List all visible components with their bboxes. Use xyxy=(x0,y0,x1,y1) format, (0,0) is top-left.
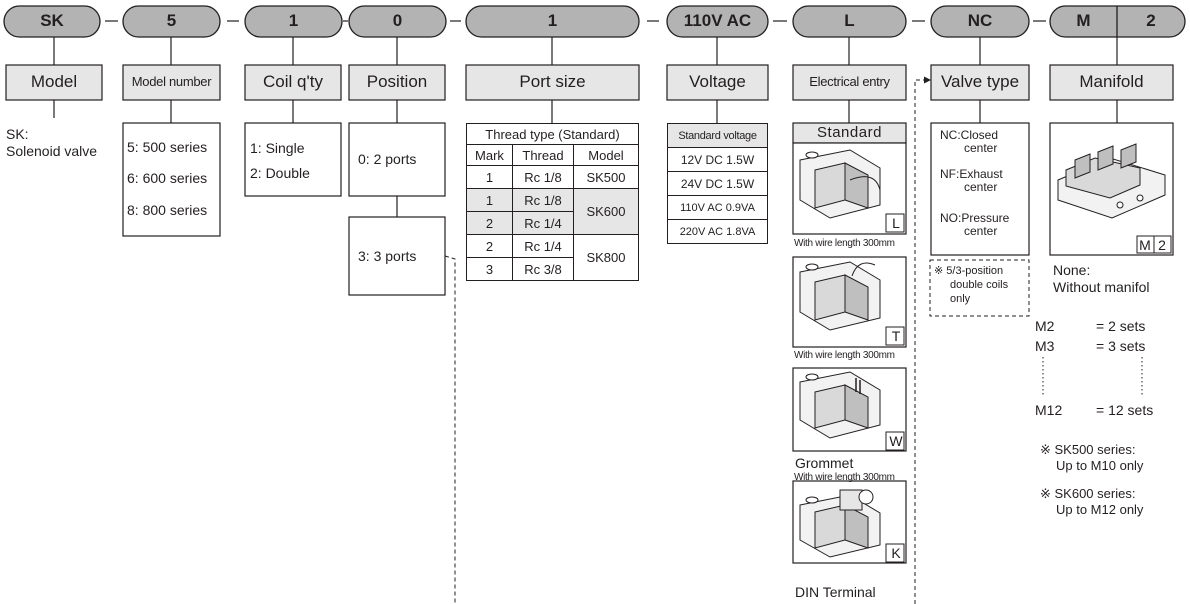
port-table-title: Thread type (Standard) xyxy=(466,123,639,145)
model-sk-desc: Solenoid valve xyxy=(6,143,98,159)
code-pill-sk xyxy=(3,5,101,38)
voltage-header: Standard voltage xyxy=(667,123,768,148)
entry-caption-t: With wire length 300mm xyxy=(794,350,895,361)
valve-illustration-t xyxy=(799,261,881,331)
model-sk-label: SK: xyxy=(6,126,29,142)
valve-option-no: NO:Pressure center xyxy=(940,211,1010,238)
model-number-box xyxy=(122,122,221,237)
code-manifold-m: M xyxy=(1076,11,1091,30)
entry-letter-l: L xyxy=(892,215,900,231)
code-model-number: 5 xyxy=(166,11,177,30)
manifold-none-label: None: xyxy=(1053,262,1091,278)
manifold-row-m2-sets: = 2 sets xyxy=(1096,318,1146,334)
entry-grommet-label: Grommet xyxy=(795,455,854,471)
valve-option-nc: NC:Closed center xyxy=(940,128,999,155)
table-row: 1 Rc 1/8 SK600 xyxy=(466,188,639,235)
category-box-position xyxy=(348,64,446,101)
manifold-pic-m: M xyxy=(1139,237,1151,253)
position-box-3ports xyxy=(348,216,446,296)
valve-illustration-k xyxy=(799,489,881,558)
model-number-option-8: 8: 800 series xyxy=(127,202,208,218)
voltage-option: 110V AC 0.9VA xyxy=(667,195,768,220)
coil-option-double: 2: Double xyxy=(250,165,310,181)
code-entry: L xyxy=(844,11,855,30)
manifold-note-sk500: ※ SK500 series: Up to M10 only xyxy=(1040,442,1144,473)
entry-caption-w: With wire length 300mm xyxy=(794,472,895,483)
entry-letter-w: W xyxy=(889,433,903,449)
port-table-header-model: Model xyxy=(573,144,639,166)
entry-din-label: DIN Terminal xyxy=(795,584,876,600)
category-entry: Electrical entry xyxy=(809,74,890,89)
category-position: Position xyxy=(366,72,428,91)
valve-option-nf: NF:Exhaust center xyxy=(940,167,1003,194)
manifold-illustration xyxy=(1057,143,1166,219)
port-table-header-thread: Thread xyxy=(512,144,574,166)
position-box-2ports xyxy=(348,122,446,197)
model-number-option-6: 6: 600 series xyxy=(127,170,208,186)
valve-note: ※ 5/3-position double coils only xyxy=(934,265,1009,305)
code-voltage: 110V AC xyxy=(683,11,752,30)
entry-standard-label: Standard xyxy=(817,124,882,141)
table-row: 1 Rc 1/8 SK500 xyxy=(466,165,639,189)
manifold-pic-2: 2 xyxy=(1158,237,1166,253)
category-valve: Valve type xyxy=(940,72,1020,91)
category-box-entry xyxy=(792,64,907,101)
category-box-manifold xyxy=(1049,64,1174,101)
position-option-3ports: 3: 3 ports xyxy=(358,248,417,264)
voltage-option: 24V DC 1.5W xyxy=(667,171,768,196)
manifold-row-m2-code: M2 xyxy=(1035,318,1055,334)
port-size-table: Thread type (Standard) Mark Thread Model… xyxy=(466,123,639,281)
manifold-note-sk600: ※ SK600 series: Up to M12 only xyxy=(1040,486,1144,517)
position-option-2ports: 0: 2 ports xyxy=(358,151,417,167)
coil-box xyxy=(244,122,342,197)
entry-caption-l: With wire length 300mm xyxy=(794,238,895,249)
valve-note-box xyxy=(929,259,1030,317)
code-coil: 1 xyxy=(288,11,299,30)
category-model-number: Model number xyxy=(131,74,212,89)
valve-illustration-l xyxy=(799,149,881,219)
category-box-voltage xyxy=(666,64,769,101)
valve-type-box xyxy=(930,122,1030,256)
category-model: Model xyxy=(30,72,78,91)
category-voltage: Voltage xyxy=(689,72,746,91)
voltage-option: 12V DC 1.5W xyxy=(667,147,768,172)
entry-letter-t: T xyxy=(892,328,901,344)
table-row: 2 Rc 1/4 SK800 xyxy=(466,234,639,281)
coil-option-single: 1: Single xyxy=(250,140,305,156)
voltage-option: 220V AC 1.8VA xyxy=(667,219,768,244)
code-valve: NC xyxy=(967,11,993,30)
port-table-header-mark: Mark xyxy=(466,144,513,166)
code-position: 0 xyxy=(392,11,403,30)
manifold-none-desc: Without manifol xyxy=(1053,279,1150,295)
code-port: 1 xyxy=(547,11,558,30)
code-manifold-2: 2 xyxy=(1146,11,1156,30)
manifold-row-m12-sets: = 12 sets xyxy=(1096,402,1154,418)
code-sk: SK xyxy=(40,11,64,30)
category-coil: Coil q'ty xyxy=(263,72,323,91)
valve-illustration-w xyxy=(799,371,881,439)
manifold-row-m3-sets: = 3 sets xyxy=(1096,338,1146,354)
manifold-row-m12-code: M12 xyxy=(1035,402,1063,418)
category-manifold: Manifold xyxy=(1079,72,1144,91)
manifold-row-m3-code: M3 xyxy=(1035,338,1055,354)
entry-letter-k: K xyxy=(891,545,901,561)
model-number-option-5: 5: 500 series xyxy=(127,139,208,155)
table-row: 3 Rc 3/8 xyxy=(466,257,639,281)
category-port: Port size xyxy=(519,72,586,91)
category-box-model xyxy=(5,64,103,101)
voltage-table: Standard voltage 12V DC 1.5W 24V DC 1.5W… xyxy=(667,123,768,244)
category-box-coil xyxy=(244,64,342,101)
